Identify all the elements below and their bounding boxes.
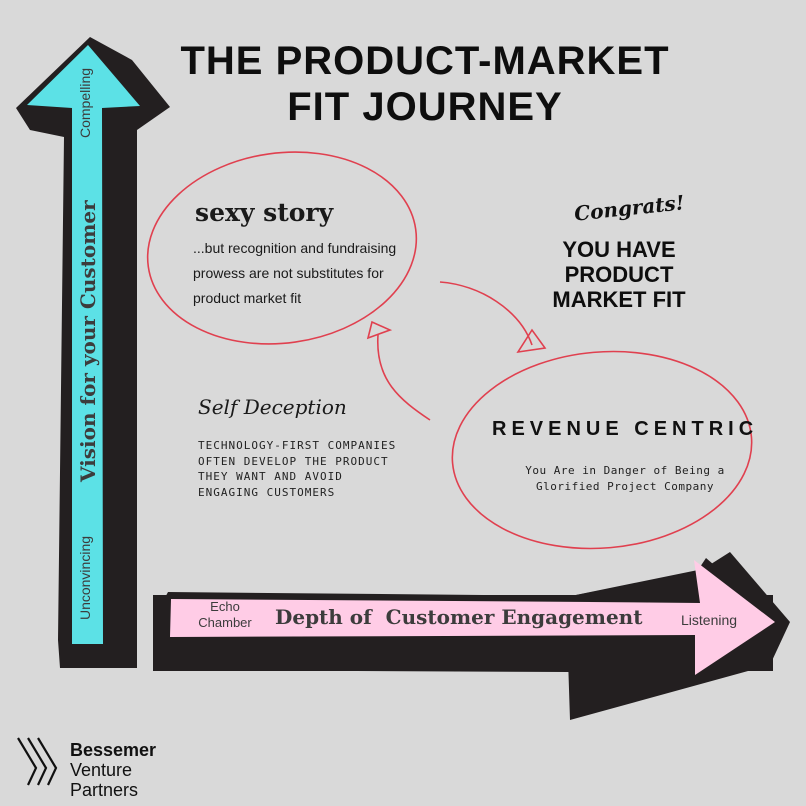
horizontal-axis-right-label: Listening	[681, 612, 738, 628]
bessemer-logo-text: Bessemer Venture Partners	[70, 740, 156, 800]
horizontal-axis-left-label: Echo Chamber	[195, 599, 255, 631]
pmf-line: MARKET FIT	[552, 287, 686, 312]
logo-line: Bessemer	[70, 740, 157, 760]
arrowhead-icon	[366, 320, 393, 340]
vertical-axis-bottom-label: Unconvincing	[77, 535, 93, 621]
self-deception-body: TECHNOLOGY-FIRST COMPANIES OFTEN DEVELOP…	[198, 439, 397, 499]
vertical-axis-label: Vision for your Customer	[76, 200, 100, 482]
horizontal-axis-label: Depth of Customer Engagement	[275, 605, 643, 629]
pmf-line: YOU HAVE	[562, 237, 676, 262]
vertical-axis-top-label: Compelling	[77, 67, 93, 138]
revenue-centric-heading: REVENUE CENTRIC	[492, 418, 759, 440]
logo-line: Venture	[70, 760, 133, 780]
horizontal-arrow	[171, 599, 592, 602]
label-line: Echo	[210, 599, 240, 614]
page-title: THE PRODUCT-MARKET FIT JOURNEY	[120, 38, 730, 130]
self-deception-heading: Self Deception	[198, 395, 347, 419]
vertical-arrow	[27, 45, 140, 644]
pmf-line: PRODUCT	[564, 262, 674, 287]
title-line: FIT JOURNEY	[287, 85, 563, 129]
label-line: Chamber	[198, 615, 252, 630]
arrowhead-icon	[516, 328, 547, 354]
sexy-story-heading: sexy story	[195, 198, 334, 227]
horizontal-arrow-fill	[170, 560, 775, 675]
revenue-centric-body: You Are in Danger of Being a Glorified P…	[525, 464, 725, 493]
revenue-centric-circle	[451, 350, 753, 550]
logo-line: Partners	[70, 780, 139, 800]
bessemer-logo-icon	[17, 737, 58, 786]
sexy-story-circle	[146, 151, 418, 345]
curved-arrow-to-revenue	[439, 281, 533, 346]
pmf-text: YOU HAVE PRODUCT MARKET FIT	[540, 237, 698, 312]
sexy-story-body: ...but recognition and fundraising prowe…	[193, 240, 397, 306]
title-line: THE PRODUCT-MARKET	[180, 39, 670, 83]
curved-arrow-to-sexy	[377, 334, 431, 421]
